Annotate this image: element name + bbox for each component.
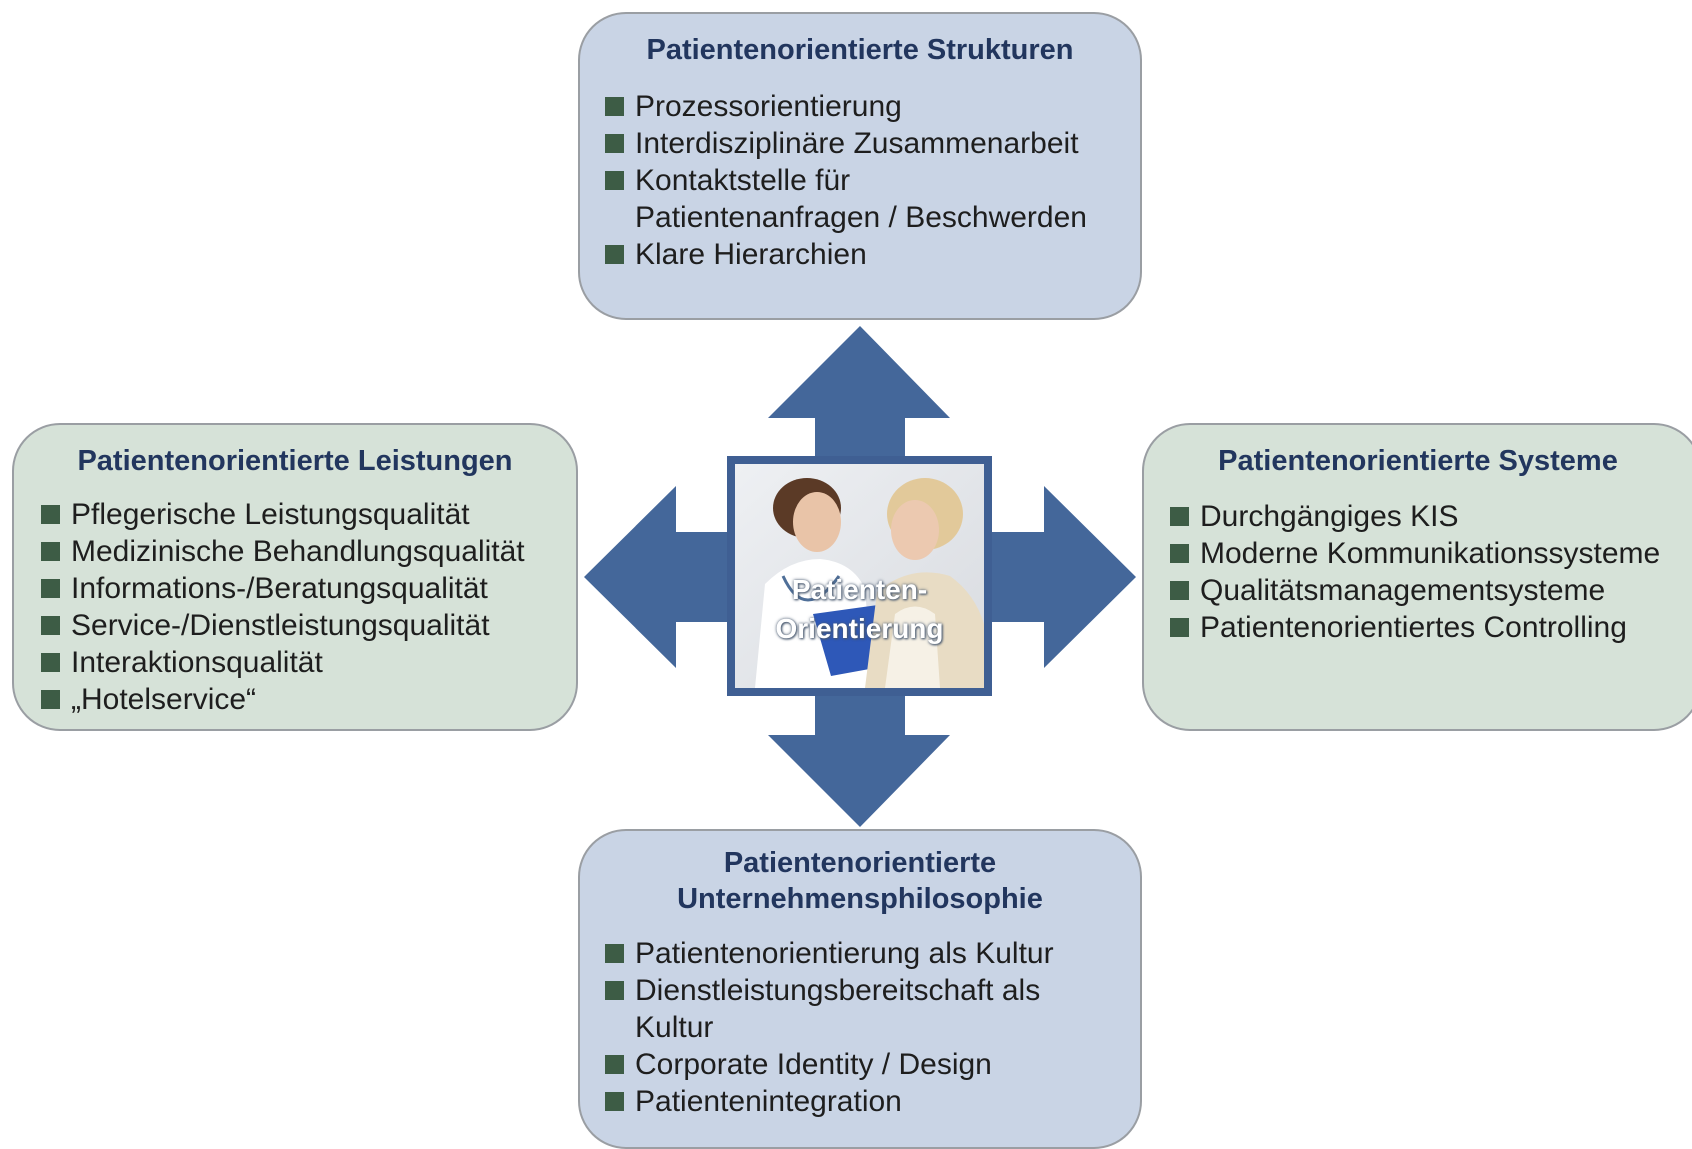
center-label-line-2: Orientierung <box>775 613 944 644</box>
box-leistungen-title: Patientenorientierte Leistungen <box>77 445 513 477</box>
list-item: Dienstleistungsbereitschaft als <box>605 972 1140 1009</box>
center-label: Patienten- Orientierung <box>735 570 984 648</box>
bullet-icon <box>41 690 60 709</box>
bullet-icon <box>41 505 60 524</box>
list-item: Interdisziplinäre Zusammenarbeit <box>605 125 1140 162</box>
bullet-icon <box>605 1092 624 1111</box>
bullet-icon <box>41 579 60 598</box>
list-item-continuation: Kultur <box>635 1011 714 1044</box>
bullet-icon <box>605 171 624 190</box>
list-item: Patientenorientiertes Controlling <box>1170 609 1692 646</box>
nurse-patient-illustration <box>735 464 984 688</box>
center-label-line-1: Patienten- <box>791 574 928 605</box>
box-leistungen: Patientenorientierte Leistungen Pflegeri… <box>12 423 578 731</box>
list-item: Patientenorientierung als Kultur <box>605 935 1140 972</box>
bullet-icon <box>605 134 624 153</box>
center-photo: Patienten- Orientierung <box>735 464 984 688</box>
title-line-2: Unternehmensphilosophie <box>677 883 1043 915</box>
list-item: Informations-/Beratungsqualität <box>41 570 576 607</box>
list-item: Klare Hierarchien <box>605 236 1140 273</box>
list-item: Medizinische Behandlungsqualität <box>41 533 576 570</box>
bullet-icon <box>605 981 624 1000</box>
list-item: „Hotelservice“ <box>41 681 576 718</box>
list-item: Prozessorientierung <box>605 88 1140 125</box>
arrow-left <box>584 486 735 668</box>
bullet-icon <box>41 542 60 561</box>
box-unternehmensphilosophie-title: Patientenorientierte Unternehmensphiloso… <box>580 845 1140 917</box>
bullet-icon <box>605 97 624 116</box>
list-item: Durchgängiges KIS <box>1170 498 1692 535</box>
bullet-icon <box>605 245 624 264</box>
list-item: Interaktionsqualität <box>41 644 576 681</box>
list-item: Kontaktstelle für <box>605 162 1140 199</box>
list-item: Qualitätsmanagementsysteme <box>1170 572 1692 609</box>
box-systeme: Patientenorientierte Systeme Durchgängig… <box>1142 423 1692 731</box>
bullet-icon <box>1170 618 1189 637</box>
box-unternehmensphilosophie: Patientenorientierte Unternehmensphiloso… <box>578 829 1142 1149</box>
box-unternehmensphilosophie-list: Patientenorientierung als Kultur Dienstl… <box>605 935 1140 1120</box>
box-strukturen-title: Patientenorientierte Strukturen <box>646 34 1074 66</box>
bullet-icon <box>605 1055 624 1074</box>
bullet-icon <box>1170 544 1189 563</box>
arrow-right <box>985 486 1136 668</box>
bullet-icon <box>1170 507 1189 526</box>
list-item-continuation: Patientenanfragen / Beschwerden <box>635 201 1087 234</box>
box-systeme-title: Patientenorientierte Systeme <box>1218 445 1618 477</box>
box-leistungen-list: Pflegerische Leistungsqualität Medizinis… <box>41 496 576 718</box>
list-item: Patientenintegration <box>605 1083 1140 1120</box>
list-item: Pflegerische Leistungsqualität <box>41 496 576 533</box>
bullet-icon <box>41 653 60 672</box>
box-systeme-list: Durchgängiges KIS Moderne Kommunikations… <box>1170 498 1692 646</box>
bullet-icon <box>1170 581 1189 600</box>
center-image-frame: Patienten- Orientierung <box>727 456 992 696</box>
arrow-down <box>768 690 950 827</box>
title-line-1: Patientenorientierte <box>723 847 997 879</box>
list-item: Service-/Dienstleistungsqualität <box>41 607 576 644</box>
bullet-icon <box>41 616 60 635</box>
list-item: Moderne Kommunikationssysteme <box>1170 535 1692 572</box>
list-item: Corporate Identity / Design <box>605 1046 1140 1083</box>
box-strukturen-list: Prozessorientierung Interdisziplinäre Zu… <box>605 88 1140 273</box>
box-strukturen: Patientenorientierte Strukturen Prozesso… <box>578 12 1142 320</box>
arrow-up <box>768 326 950 462</box>
bullet-icon <box>605 944 624 963</box>
